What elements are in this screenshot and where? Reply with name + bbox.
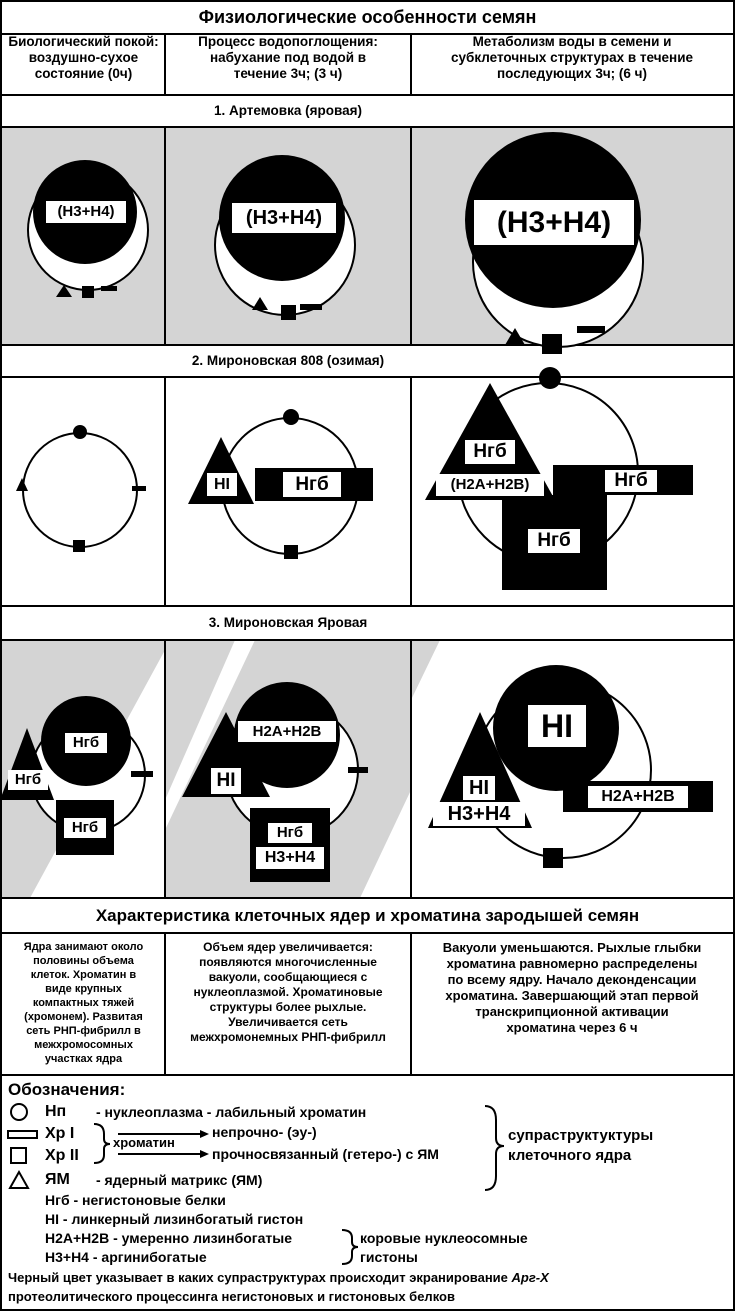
matrix-triangle <box>252 297 268 310</box>
label-h3h4-32: H3+H4 <box>256 847 324 869</box>
legend-ngb: Нгб - негистоновые белки <box>45 1192 226 1208</box>
matrix-triangle <box>505 328 525 345</box>
bar-symbol-icon <box>7 1130 38 1139</box>
variety-label-3: 3. Мироновская Яровая <box>208 615 368 630</box>
legend-chromatin: хроматин <box>113 1135 175 1150</box>
matrix-triangle <box>188 437 254 504</box>
small-brace-icon <box>93 1123 111 1164</box>
legend-xp1-desc: непрочно- (эу-) <box>212 1124 317 1140</box>
legend-xp2-desc: прочносвязанный (гетеро-) с ЯМ <box>212 1146 439 1162</box>
legend-xp2: Хр II <box>45 1147 79 1164</box>
label-h2ah2b-3: (H2A+H2B) <box>436 474 544 496</box>
chromatin-bar <box>300 304 322 310</box>
nucleus-2-1 <box>16 425 146 552</box>
matrix-triangle <box>428 712 532 828</box>
legend-core-2: гистоны <box>360 1249 418 1265</box>
label-ngb-31a: Нгб <box>65 733 107 753</box>
label-h3h4-1: (H3+H4) <box>46 201 126 223</box>
page-title: Физиологические особенности семян <box>198 7 537 27</box>
chromatin-square <box>281 305 296 320</box>
legend-symbols <box>7 1103 505 1265</box>
legend-hl: HI - линкерный лизинбогатый гистон <box>45 1211 304 1227</box>
legend-ym-desc: - ядерный матрикс (ЯМ) <box>96 1172 263 1188</box>
label-ngb-31c: Нгб <box>64 818 106 838</box>
label-hl-32: HI <box>211 768 241 794</box>
legend-np: Нп <box>45 1103 67 1120</box>
label-ngb-3a: Нгб <box>465 440 515 464</box>
nucleoplasm-dot <box>73 425 87 439</box>
circle-symbol-icon <box>10 1103 28 1121</box>
chromatin-bar <box>348 767 368 773</box>
chromatin-square <box>543 848 563 868</box>
label-hl-2: HI <box>207 473 237 496</box>
legend-note-2: протеолитического процессинга негистонов… <box>8 1289 455 1304</box>
chromatin-bar <box>577 326 605 333</box>
label-h2ah2b-32: H2A+H2B <box>238 721 336 742</box>
matrix-triangle <box>182 712 270 797</box>
description-imbibition: Объем ядер увеличивается:появляются мног… <box>190 940 386 1044</box>
legend-heading: Обозначения: <box>8 1080 126 1099</box>
chromatin-square <box>73 540 85 552</box>
chromatin-square <box>542 334 562 354</box>
label-ngb-32: Нгб <box>268 823 312 843</box>
legend-core-1: коровые нуклеосомные <box>360 1230 528 1246</box>
label-ngb-3c: Нгб <box>528 529 580 553</box>
label-h3h4-3: (H3+H4) <box>474 200 634 245</box>
label-ngb-2: Нгб <box>283 472 341 497</box>
legend-supra-1: супраструктуктуры <box>508 1127 654 1144</box>
chromatin-square <box>284 545 298 559</box>
matrix-triangle <box>16 478 28 491</box>
legend-note-1: Черный цвет указывает в каких супраструк… <box>8 1270 549 1285</box>
chromatin-bar <box>132 486 146 491</box>
legend-h2a: H2A+H2B - умеренно лизинбогатые <box>45 1230 293 1246</box>
legend-np-desc: - нуклеоплазма - лабильный хроматин <box>96 1104 367 1120</box>
triangle-symbol-icon <box>8 1169 30 1189</box>
square-symbol-icon <box>10 1147 27 1164</box>
legend-supra-2: клеточного ядра <box>508 1147 632 1164</box>
nucleoplasm-dot <box>283 409 299 425</box>
label-h3h4-33: H3+H4 <box>433 802 525 826</box>
core-brace-icon <box>341 1229 359 1265</box>
variety-label-2: 2. Мироновская 808 (озимая) <box>191 353 385 368</box>
chromatin-bar <box>131 771 153 777</box>
label-ngb-3b: Нгб <box>605 470 657 492</box>
legend-h3: H3+H4 - аргинибогатые <box>45 1249 207 1265</box>
legend-xp1: Хр I <box>45 1125 75 1142</box>
matrix-triangle <box>56 285 72 297</box>
chromatin-square <box>250 808 330 882</box>
legend-ym: ЯМ <box>45 1171 70 1188</box>
chromatin-bar <box>101 286 117 291</box>
section2-title: Характеристика клеточных ядер и хроматин… <box>95 906 640 925</box>
column-header-imbibition: Процесс водопоглощения:набухание под вод… <box>198 34 378 81</box>
chromatin-square <box>82 286 94 298</box>
nucleus-1-1 <box>27 160 149 298</box>
variety-label-1: 1. Артемовка (яровая) <box>213 103 362 118</box>
label-h2ah2b-33: H2A+H2B <box>588 786 688 808</box>
label-h3h4-2: (H3+H4) <box>232 203 336 233</box>
label-hl-33a: HI <box>528 705 586 747</box>
big-brace-icon <box>484 1105 505 1191</box>
nucleus-outline <box>22 432 138 548</box>
nucleoplasm-dot <box>539 367 561 389</box>
label-hl-33b: HI <box>463 776 495 800</box>
label-ngb-31b: Нгб <box>8 770 48 790</box>
